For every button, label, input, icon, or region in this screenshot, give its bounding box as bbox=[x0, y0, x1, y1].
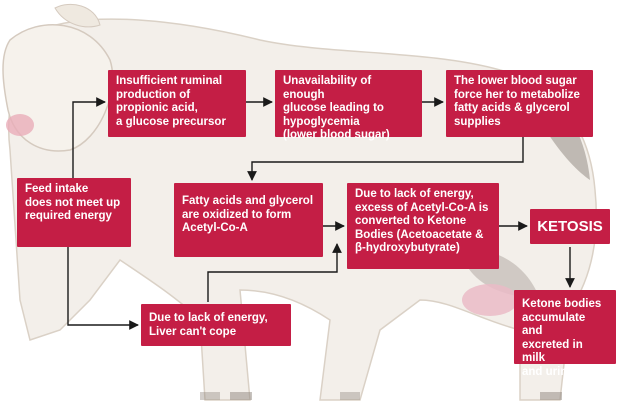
arrow-feed-to-insufficient bbox=[73, 102, 105, 178]
ketosis-box: KETOSIS bbox=[530, 209, 610, 244]
fatty-acids-oxidized-box: Fatty acids and glycerol are oxidized to… bbox=[174, 183, 323, 257]
feed-intake-box: Feed intake does not meet up required en… bbox=[17, 178, 131, 247]
arrow-feed-to-liver bbox=[68, 247, 138, 325]
arrow-lowersugar-to-fattyacids bbox=[252, 137, 523, 180]
liver-cant-cope-box: Due to lack of energy, Liver can't cope bbox=[141, 304, 291, 346]
unavailability-glucose-box: Unavailability of enough glucose leading… bbox=[275, 70, 422, 137]
ketone-bodies-box: Ketone bodies accumulate and excreted in… bbox=[514, 290, 616, 364]
insufficient-ruminal-box: Insufficient ruminal production of propi… bbox=[108, 70, 246, 137]
acetyl-coa-box: Due to lack of energy, excess of Acetyl-… bbox=[347, 183, 499, 269]
lower-blood-sugar-box: The lower blood sugar force her to metab… bbox=[446, 70, 593, 137]
